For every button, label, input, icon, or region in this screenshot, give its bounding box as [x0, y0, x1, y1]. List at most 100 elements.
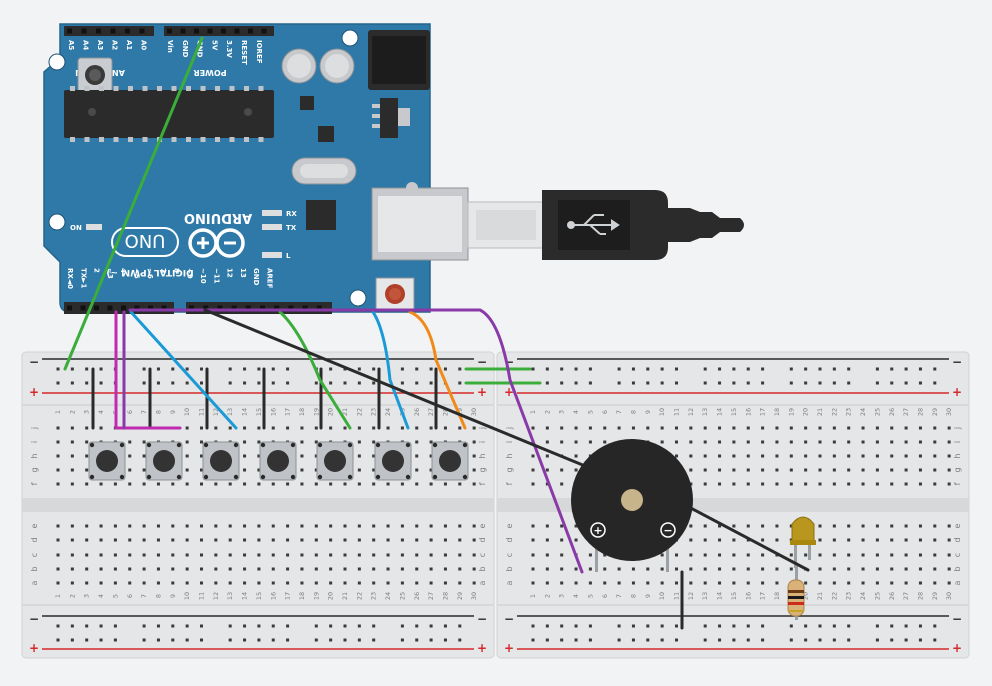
- tie-point[interactable]: [818, 440, 822, 444]
- tie-point[interactable]: [200, 581, 203, 585]
- tie-point[interactable]: [789, 440, 793, 444]
- tie-point[interactable]: [443, 538, 447, 542]
- rail-hole[interactable]: [243, 381, 247, 385]
- rail-hole[interactable]: [228, 367, 232, 371]
- rail-hole[interactable]: [443, 367, 447, 371]
- tie-point[interactable]: [675, 567, 678, 571]
- rail-hole[interactable]: [185, 624, 189, 628]
- tie-point[interactable]: [861, 440, 865, 444]
- tie-point[interactable]: [243, 553, 247, 557]
- header-pin[interactable]: [234, 28, 240, 34]
- tie-point[interactable]: [804, 468, 808, 472]
- tie-point[interactable]: [875, 553, 879, 557]
- tie-point[interactable]: [861, 553, 865, 557]
- tie-point[interactable]: [443, 426, 447, 430]
- rail-hole[interactable]: [933, 381, 937, 385]
- rail-hole[interactable]: [357, 624, 361, 628]
- yellow-led[interactable]: [790, 516, 816, 568]
- tie-point[interactable]: [70, 482, 74, 486]
- tie-point[interactable]: [531, 581, 535, 585]
- tie-point[interactable]: [415, 567, 419, 571]
- tie-point[interactable]: [875, 426, 879, 430]
- tie-point[interactable]: [415, 538, 419, 542]
- tie-point[interactable]: [286, 482, 290, 486]
- tie-point[interactable]: [761, 567, 765, 571]
- tie-point[interactable]: [343, 553, 347, 557]
- tie-point[interactable]: [574, 581, 578, 585]
- tie-point[interactable]: [904, 567, 908, 571]
- rail-hole[interactable]: [746, 367, 750, 371]
- tie-point[interactable]: [545, 468, 549, 472]
- rail-hole[interactable]: [142, 367, 146, 371]
- tie-point[interactable]: [832, 524, 836, 528]
- tie-point[interactable]: [85, 538, 89, 542]
- tie-point[interactable]: [732, 468, 736, 472]
- tie-point[interactable]: [300, 454, 304, 458]
- tie-point[interactable]: [746, 524, 750, 528]
- tie-point[interactable]: [128, 454, 132, 458]
- rail-hole[interactable]: [415, 638, 419, 642]
- tie-point[interactable]: [85, 581, 89, 585]
- tie-point[interactable]: [847, 468, 851, 472]
- tie-point[interactable]: [646, 567, 650, 571]
- tie-point[interactable]: [832, 426, 836, 430]
- tie-point[interactable]: [415, 482, 419, 486]
- rail-hole[interactable]: [732, 381, 736, 385]
- rail-hole[interactable]: [257, 638, 261, 642]
- tie-point[interactable]: [904, 468, 908, 472]
- tie-point[interactable]: [718, 581, 722, 585]
- rail-hole[interactable]: [560, 381, 564, 385]
- tie-point[interactable]: [545, 581, 549, 585]
- tie-point[interactable]: [400, 581, 404, 585]
- tie-point[interactable]: [458, 553, 462, 557]
- header-pin[interactable]: [221, 28, 226, 34]
- tie-point[interactable]: [200, 426, 203, 430]
- tie-point[interactable]: [746, 454, 750, 458]
- tie-point[interactable]: [646, 426, 650, 430]
- rail-hole[interactable]: [271, 367, 275, 371]
- push-button[interactable]: [88, 441, 126, 481]
- tie-point[interactable]: [300, 581, 304, 585]
- rail-hole[interactable]: [458, 381, 462, 385]
- rail-hole[interactable]: [156, 381, 160, 385]
- tie-point[interactable]: [443, 553, 447, 557]
- tie-point[interactable]: [400, 567, 404, 571]
- tie-point[interactable]: [933, 538, 937, 542]
- tie-point[interactable]: [689, 454, 693, 458]
- tie-point[interactable]: [847, 553, 851, 557]
- tie-point[interactable]: [357, 468, 361, 472]
- tie-point[interactable]: [70, 581, 74, 585]
- rail-hole[interactable]: [415, 381, 419, 385]
- tie-point[interactable]: [875, 440, 879, 444]
- tie-point[interactable]: [458, 524, 462, 528]
- rail-hole[interactable]: [560, 367, 564, 371]
- tie-point[interactable]: [400, 482, 404, 486]
- rail-hole[interactable]: [142, 381, 146, 385]
- tie-point[interactable]: [531, 426, 535, 430]
- tie-point[interactable]: [761, 581, 765, 585]
- tie-point[interactable]: [386, 567, 390, 571]
- tie-point[interactable]: [343, 567, 347, 571]
- rail-hole[interactable]: [804, 381, 808, 385]
- rail-hole[interactable]: [56, 367, 60, 371]
- tie-point[interactable]: [400, 538, 404, 542]
- tie-point[interactable]: [603, 426, 607, 430]
- tie-point[interactable]: [56, 482, 60, 486]
- tie-point[interactable]: [357, 538, 361, 542]
- rail-hole[interactable]: [732, 367, 736, 371]
- tie-point[interactable]: [761, 426, 765, 430]
- rail-hole[interactable]: [343, 624, 347, 628]
- tie-point[interactable]: [400, 524, 404, 528]
- tie-point[interactable]: [171, 581, 175, 585]
- tie-point[interactable]: [400, 553, 404, 557]
- tie-point[interactable]: [243, 426, 247, 430]
- tie-point[interactable]: [832, 553, 836, 557]
- tie-point[interactable]: [386, 524, 390, 528]
- tie-point[interactable]: [947, 440, 951, 444]
- tie-point[interactable]: [85, 524, 89, 528]
- tie-point[interactable]: [128, 553, 132, 557]
- tie-point[interactable]: [832, 567, 836, 571]
- tie-point[interactable]: [357, 426, 361, 430]
- tie-point[interactable]: [861, 454, 865, 458]
- tie-point[interactable]: [343, 482, 347, 486]
